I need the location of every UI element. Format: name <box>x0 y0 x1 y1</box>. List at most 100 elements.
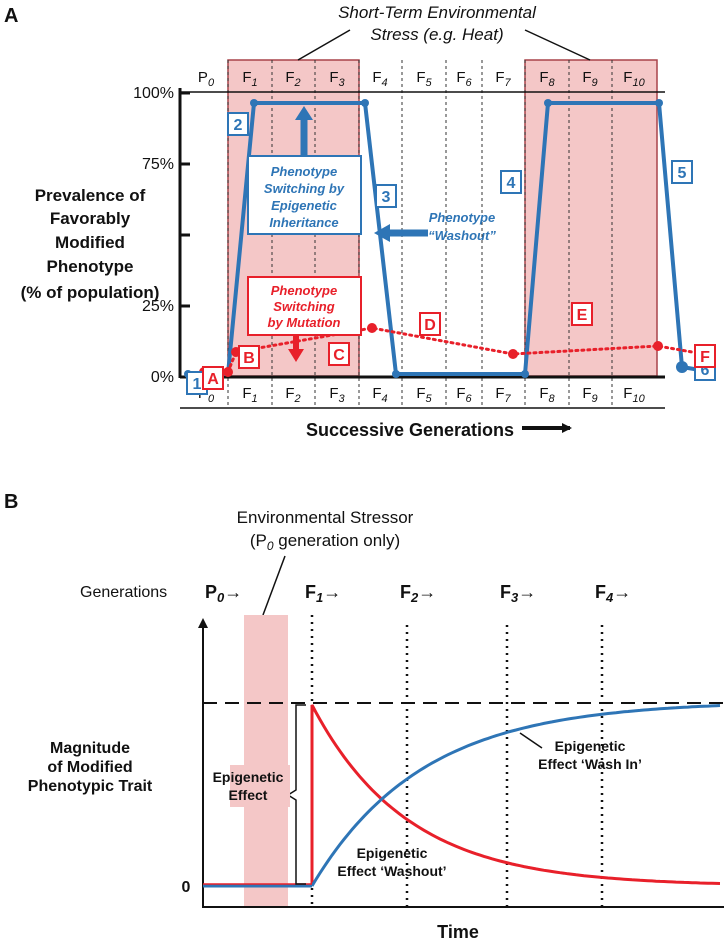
gen-b-label-1-sub: 1 <box>316 590 323 605</box>
red-marker-F: F <box>700 349 710 366</box>
gen-top-label-2-sub: 2 <box>294 77 301 89</box>
red-marker-D: D <box>424 317 436 334</box>
washin-label-leader <box>519 732 543 749</box>
blue-point-f8 <box>544 99 552 107</box>
gen-top-label-7-base: F <box>495 69 504 86</box>
gen-bottom-label-0-sub: 0 <box>208 393 215 405</box>
y-title-2: Favorably <box>50 209 131 228</box>
gen-bottom-label-6-base: F <box>456 385 465 402</box>
gen-top-label-4: F4 <box>372 69 387 89</box>
y-tick-100: 100% <box>133 85 174 102</box>
gen-bottom-label-9-sub: 9 <box>592 393 598 405</box>
gen-top-label-10-sub: 10 <box>632 77 645 89</box>
gen-bottom-label-3: F3 <box>329 385 345 405</box>
red-marker-A-box <box>202 366 224 390</box>
y-title-1: Prevalence of <box>35 186 146 205</box>
gen-top-label-6-sub: 6 <box>466 77 473 89</box>
gen-bottom-label-8: F8 <box>539 385 555 405</box>
washout-curve <box>310 704 721 886</box>
washout-line2: “Washout” <box>428 228 496 243</box>
red-marker-E: E <box>577 307 588 324</box>
epigenetic-box-line2: Switching by <box>264 181 345 196</box>
gen-b-label-3-base: F <box>500 582 511 602</box>
gen-bottom-label-7-base: F <box>495 385 504 402</box>
gen-top-label-1: F1 <box>242 69 257 89</box>
stressor-band <box>244 615 288 906</box>
gen-bottom-label-1-sub: 1 <box>252 393 258 405</box>
red-marker-C: C <box>333 347 345 364</box>
gen-bottom-label-3-sub: 3 <box>339 393 346 405</box>
epigenetic-arrow-head <box>295 106 313 120</box>
epigenetic-effect-bracket <box>286 704 306 885</box>
gen-b-label-4: F4→ <box>595 582 631 605</box>
gen-bottom-label-6-sub: 6 <box>466 393 473 405</box>
epigenetic-box-line3: Epigenetic <box>271 198 338 213</box>
gen-bottom-label-5-sub: 5 <box>426 393 433 405</box>
gen-top-label-9: F9 <box>582 69 597 89</box>
gen-b-label-4-arrow: → <box>613 582 631 602</box>
epi-effect-line1: Epigenetic <box>213 769 284 785</box>
gen-top-label-0-base: P <box>198 69 208 86</box>
washin-curve <box>310 704 721 887</box>
zero-label: 0 <box>182 879 191 896</box>
gen-top-label-8: F8 <box>539 69 555 89</box>
red-point-5 <box>508 349 518 359</box>
blue-marker-5: 5 <box>678 165 687 182</box>
gen-b-label-3: F3→ <box>500 582 536 605</box>
blue-point-f7 <box>521 370 529 378</box>
epigenetic-box <box>247 155 362 235</box>
gen-bottom-label-2: F2 <box>285 385 300 405</box>
gen-b-label-4-base: F <box>595 582 606 602</box>
gen-bottom-label-2-sub: 2 <box>294 393 301 405</box>
gen-bottom-label-9: F9 <box>582 385 597 405</box>
red-point-2 <box>223 367 233 377</box>
gen-top-label-5-base: F <box>416 69 425 86</box>
gen-b-label-3-sub: 3 <box>511 590 519 605</box>
red-marker-B-box <box>238 345 260 369</box>
stressor-pointer <box>262 555 286 616</box>
epigenetic-box-line4: Inheritance <box>269 215 338 230</box>
red-point-4 <box>367 323 377 333</box>
gen-bottom-label-4-sub: 4 <box>382 393 388 405</box>
panel-a: A Short-Term Environmental Stress (e.g. … <box>4 3 716 440</box>
red-marker-A: A <box>207 371 219 388</box>
gen-bottom-label-6: F6 <box>456 385 472 405</box>
blue-marker-2: 2 <box>234 117 243 134</box>
gen-b-label-2-sub: 2 <box>410 590 419 605</box>
gen-top-label-2-base: F <box>285 69 294 86</box>
gen-top-label-10: F10 <box>623 69 645 89</box>
blue-marker-5-box <box>671 160 693 184</box>
gen-bottom-label-2-base: F <box>285 385 294 402</box>
panel-b-label: B <box>4 491 18 513</box>
red-marker-D-box <box>419 312 441 336</box>
gen-bottom-label-5: F5 <box>416 385 432 405</box>
gen-bottom-label-3-base: F <box>329 385 338 402</box>
red-marker-E-box <box>571 302 593 326</box>
gen-bottom-label-1: F1 <box>242 385 257 405</box>
gen-top-label-4-sub: 4 <box>382 77 388 89</box>
gen-top-label-7: F7 <box>495 69 511 89</box>
gen-b-label-1-base: F <box>305 582 316 602</box>
gen-top-label-8-sub: 8 <box>549 77 556 89</box>
gen-bottom-label-7: F7 <box>495 385 511 405</box>
stress-pointer-right <box>524 29 591 61</box>
gen-bottom-label-10-sub: 10 <box>632 393 645 405</box>
gen-b-label-2-base: F <box>400 582 411 602</box>
gen-b-label-0: P0→ <box>205 582 242 605</box>
blue-point-end <box>676 361 688 373</box>
stressor-line2-post: generation only) <box>274 531 401 550</box>
stressor-line2: (P0 generation only) <box>250 531 400 553</box>
blue-point-f10 <box>655 99 663 107</box>
gen-top-label-7-sub: 7 <box>505 77 512 89</box>
mutation-arrow-head <box>288 349 304 362</box>
blue-marker-3: 3 <box>382 189 391 206</box>
gen-bottom-label-8-base: F <box>539 385 548 402</box>
y-tick-0: 0% <box>151 369 174 386</box>
y-title-5: (% of population) <box>21 283 160 302</box>
gen-top-label-6-base: F <box>456 69 465 86</box>
gen-bottom-label-9-base: F <box>582 385 591 402</box>
blue-marker-1: 1 <box>193 376 202 393</box>
